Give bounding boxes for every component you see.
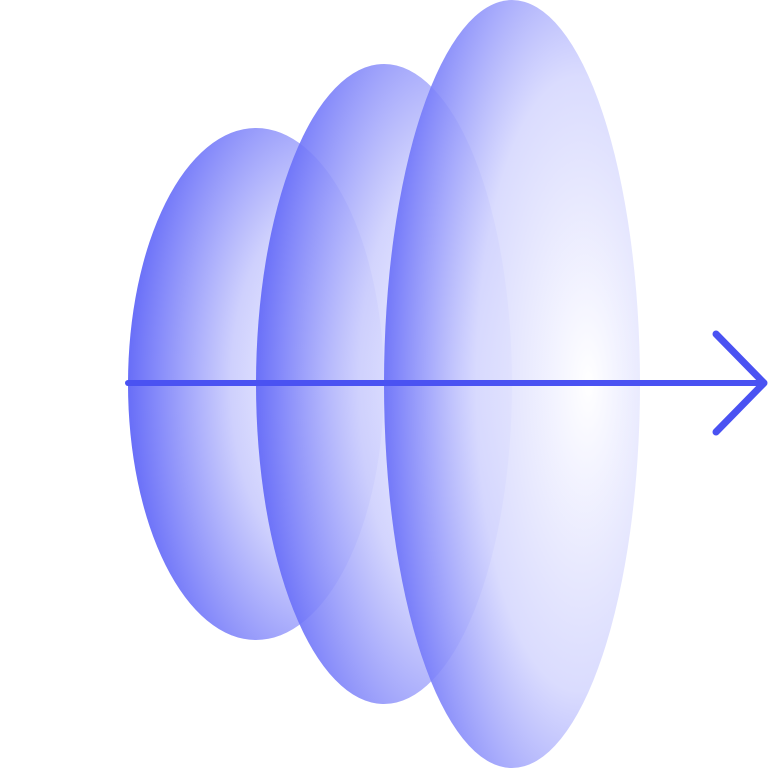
- arrow-head-icon: [712, 330, 768, 436]
